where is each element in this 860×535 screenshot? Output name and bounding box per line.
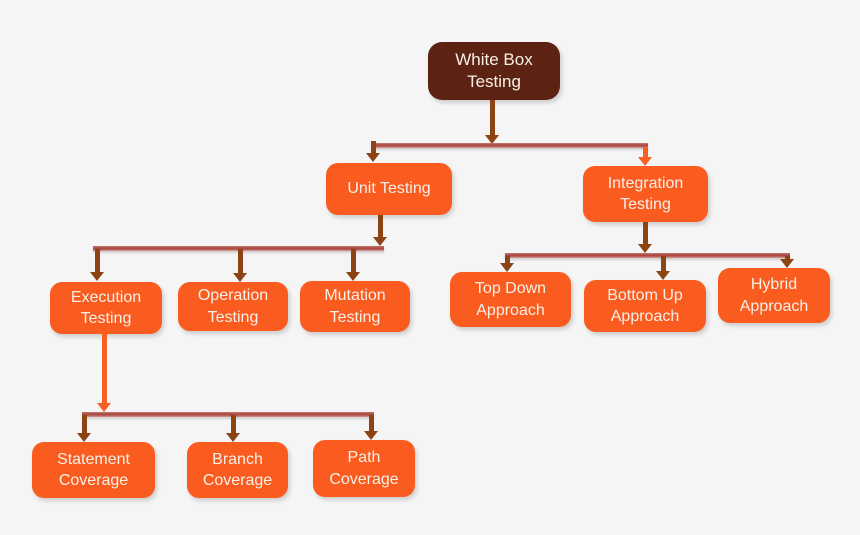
arrow-down-icon (656, 271, 670, 280)
edge-integration-down-stem (643, 222, 648, 245)
node-unit-testing: Unit Testing (326, 163, 452, 215)
node-label: Statement Coverage (57, 450, 130, 489)
edge-execution-children-rail (82, 412, 374, 417)
node-top-down-approach: Top Down Approach (450, 272, 571, 327)
arrow-down-icon (226, 433, 240, 442)
node-label: Hybrid Approach (739, 276, 809, 315)
node-label: Top Down Approach (474, 280, 547, 319)
node-label: White Box Testing (455, 49, 533, 91)
node-branch-coverage: Branch Coverage (187, 442, 288, 498)
arrow-down-icon (485, 135, 499, 144)
arrow-down-icon (97, 403, 111, 412)
node-label: Mutation Testing (324, 287, 386, 326)
arrow-down-icon (638, 244, 652, 253)
arrow-down-icon (77, 433, 91, 442)
arrow-down-icon (500, 263, 514, 272)
arrow-down-icon (638, 157, 652, 166)
node-label: Bottom Up Approach (607, 286, 683, 325)
edge-integration-children-rail (505, 253, 790, 258)
edge-execution-down-stem (102, 334, 107, 404)
node-path-coverage: Path Coverage (313, 440, 415, 497)
arrow-down-icon (346, 272, 360, 281)
node-operation-testing: Operation Testing (178, 282, 288, 331)
node-label: Path Coverage (329, 449, 399, 488)
arrow-down-icon (780, 259, 794, 268)
edge-operation-stem (238, 249, 243, 273)
node-label: Operation Testing (197, 287, 269, 326)
node-mutation-testing: Mutation Testing (300, 281, 410, 332)
node-statement-coverage: Statement Coverage (32, 442, 155, 498)
edge-execution-stem (95, 249, 100, 272)
node-label: Unit Testing (347, 180, 431, 198)
node-integration-testing: Integration Testing (583, 166, 708, 222)
node-label: Execution Testing (70, 288, 142, 327)
arrow-down-icon (373, 237, 387, 246)
edge-branch-stem (231, 415, 236, 433)
edge-unit-down-stem (378, 215, 383, 238)
node-white-box-testing: White Box Testing (428, 42, 560, 100)
arrow-down-icon (364, 431, 378, 440)
node-label: Branch Coverage (202, 450, 273, 489)
node-execution-testing: Execution Testing (50, 282, 162, 334)
arrow-down-icon (366, 153, 380, 162)
node-label: Integration Testing (607, 174, 684, 213)
edge-integration-stem (643, 147, 648, 158)
arrow-down-icon (233, 273, 247, 282)
edge-hybrid-stem (785, 256, 790, 261)
edge-unit-stem (371, 141, 376, 154)
edge-root-stem (490, 100, 495, 136)
edge-mutation-stem (351, 249, 356, 272)
edge-level1-rail (371, 143, 648, 148)
edge-unit-children-rail (93, 246, 384, 251)
edge-topdown-stem (505, 256, 510, 264)
edge-statement-stem (82, 415, 87, 433)
node-bottom-up-approach: Bottom Up Approach (584, 280, 706, 332)
edge-bottomup-stem (661, 256, 666, 272)
edge-path-stem (369, 415, 374, 431)
arrow-down-icon (90, 272, 104, 281)
node-hybrid-approach: Hybrid Approach (718, 268, 830, 323)
